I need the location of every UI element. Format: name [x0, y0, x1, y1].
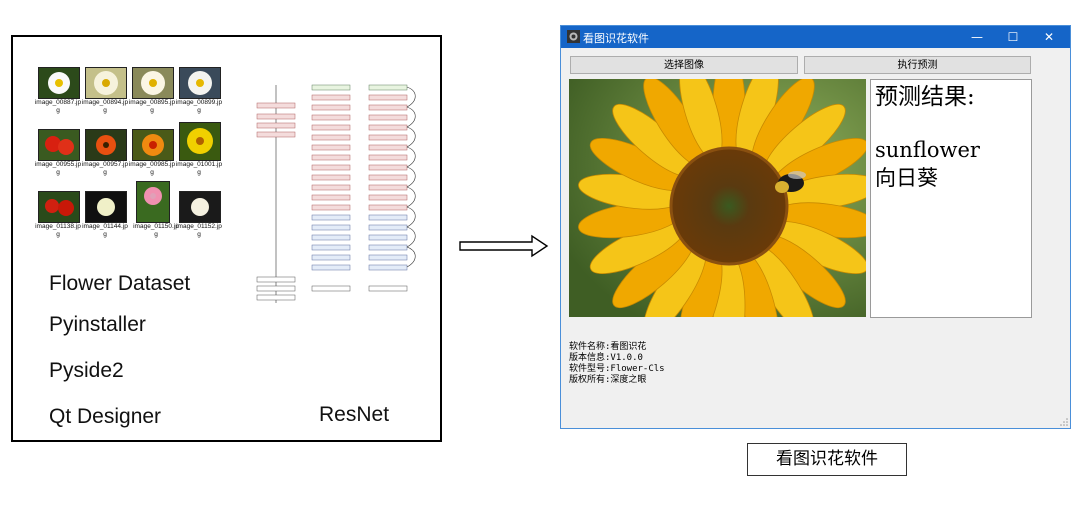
thumbnail-caption: image_01144.jpg — [82, 223, 128, 238]
flower-thumbnail-image — [85, 191, 127, 223]
resnet-architecture-diagram — [256, 84, 416, 303]
thumbnail: image_01001.jpg — [175, 122, 223, 202]
app-icon — [567, 30, 580, 43]
thumbnail-caption: image_01150.jpg — [133, 223, 179, 238]
sunflower-image — [569, 79, 866, 317]
result-label-cn: 向日葵 — [875, 166, 938, 190]
label-qt-designer: Qt Designer — [49, 405, 162, 428]
app-window: 看图识花软件 — ☐ ✕ 选择图像 执行预测 预测结果 — [560, 25, 1071, 429]
thumbnail-caption: image_01152.jpg — [176, 223, 222, 238]
window-title: 看图识花软件 — [583, 32, 649, 45]
window-titlebar[interactable]: 看图识花软件 — ☐ ✕ — [561, 26, 1070, 48]
select-image-button[interactable]: 选择图像 — [570, 56, 798, 74]
thumbnail-caption: image_00895.jpg — [128, 99, 176, 114]
thumbnail: image_01138.jpg — [35, 191, 81, 271]
maximize-button[interactable]: ☐ — [1007, 30, 1019, 44]
thumbnail: image_00899.jpg — [175, 67, 223, 147]
flower-thumbnail-image — [38, 191, 80, 223]
flower-thumbnail-image — [85, 67, 127, 99]
thumbnail-caption: image_00899.jpg — [175, 99, 223, 114]
flow-arrow-icon — [459, 234, 549, 258]
thumbnail-caption: image_00894.jpg — [81, 99, 129, 114]
thumbnail: image_00955.jpg — [34, 129, 82, 209]
flower-thumbnail-image — [132, 129, 174, 161]
info-software-name: 软件名称:看图识花 — [569, 342, 647, 352]
thumbnail: image_00957.jpg — [81, 129, 129, 209]
label-pyside2: Pyside2 — [49, 359, 124, 382]
label-pyinstaller: Pyinstaller — [49, 313, 146, 336]
flower-thumbnail-image — [136, 181, 170, 223]
predict-button[interactable]: 执行预测 — [804, 56, 1031, 74]
thumbnail-caption: image_01138.jpg — [35, 223, 81, 238]
thumbnail: image_00894.jpg — [81, 67, 129, 147]
minimize-button[interactable]: — — [971, 30, 983, 44]
thumbnail-caption: image_00985.jpg — [128, 161, 176, 176]
software-info: 软件名称:看图识花 版本信息:V1.0.0 软件型号:Flower-Cls 版权… — [569, 342, 665, 386]
flower-thumbnail-image — [179, 67, 221, 99]
thumbnail-caption: image_00955.jpg — [34, 161, 82, 176]
info-copyright: 版权所有:深度之眼 — [569, 375, 647, 385]
figure-caption: 看图识花软件 — [747, 443, 907, 476]
thumbnail: image_01144.jpg — [82, 191, 128, 271]
flower-thumbnail-image — [85, 129, 127, 161]
thumbnail-caption: image_00887.jpg — [34, 99, 82, 114]
result-label-en: sunflower — [875, 138, 980, 162]
close-button[interactable]: ✕ — [1043, 30, 1055, 44]
flower-thumbnail-image — [38, 129, 80, 161]
flower-thumbnail-image — [179, 191, 221, 223]
overview-panel: image_00887.jpg image_00894.jpg image_00… — [11, 35, 442, 442]
thumbnail-caption: image_00957.jpg — [81, 161, 129, 176]
thumbnail: image_00895.jpg — [128, 67, 176, 147]
flower-thumbnail-image — [132, 67, 174, 99]
label-resnet: ResNet — [319, 403, 390, 426]
flower-thumbnail-image — [38, 67, 80, 99]
flower-image-view — [569, 79, 866, 317]
thumbnail-caption: image_01001.jpg — [175, 161, 223, 176]
info-model: 软件型号:Flower-Cls — [569, 364, 665, 374]
resize-grip-icon[interactable] — [1060, 418, 1068, 426]
info-version: 版本信息:V1.0.0 — [569, 353, 643, 363]
thumbnail: image_01152.jpg — [176, 191, 222, 271]
flower-thumbnail-image — [179, 122, 221, 161]
label-flower-dataset: Flower Dataset — [49, 272, 191, 295]
thumbnail: image_00985.jpg — [128, 129, 176, 209]
result-heading: 预测结果: — [875, 84, 975, 110]
prediction-result-box: 预测结果: sunflower 向日葵 — [870, 79, 1032, 318]
thumbnail: image_01150.jpg — [133, 181, 179, 261]
thumbnail: image_00887.jpg — [34, 67, 82, 147]
